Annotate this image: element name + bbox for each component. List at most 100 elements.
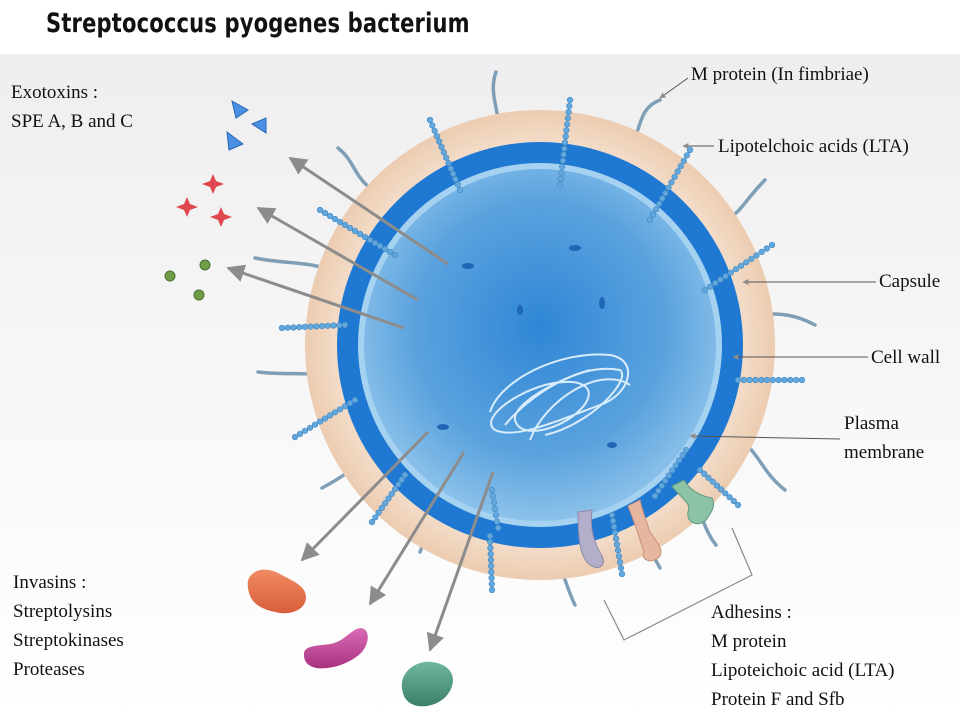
exotoxin-arrows: [226, 156, 449, 330]
invasin-blobs: [247, 569, 454, 707]
plasma-membrane-line: Plasma: [844, 413, 899, 434]
lta-bead: [613, 541, 621, 548]
lta-bead: [656, 200, 663, 207]
lta-bead: [426, 116, 434, 124]
lta-bead: [487, 550, 494, 558]
lta-bead: [429, 122, 436, 129]
lta-bead: [671, 173, 678, 180]
dot-icon: [164, 270, 176, 282]
lta-bead: [769, 376, 777, 384]
lta-bead: [740, 376, 747, 384]
lta-bead: [278, 324, 286, 332]
lta-bead: [722, 490, 729, 497]
cytoplasm-granules: [437, 245, 617, 448]
lta-bead: [368, 518, 376, 526]
lta-bead: [662, 477, 669, 484]
lta-bead: [296, 324, 303, 331]
lta-bead: [679, 452, 686, 459]
exotoxin-arrow: [226, 264, 405, 330]
lta-bead: [487, 538, 494, 546]
dot-icon: [193, 289, 205, 301]
exotoxins-label: Exotoxins : SPE A, B and C: [11, 78, 133, 136]
lta-bead: [341, 321, 349, 329]
lta-bead: [668, 179, 675, 186]
lta-bead: [321, 209, 329, 217]
lta-bead: [712, 280, 719, 287]
lta-bead: [610, 523, 618, 530]
adhesins-heading: Adhesins :: [711, 602, 792, 623]
cytoplasm: [364, 169, 716, 521]
lta-bead: [489, 493, 497, 500]
lta-chain: [368, 471, 409, 526]
lta-bead: [559, 157, 567, 164]
lta-bead: [608, 511, 616, 519]
lta-chain: [278, 321, 349, 332]
lta-label: Lipotelchoic acids (LTA): [718, 136, 909, 157]
plasma-membrane-line: membrane: [844, 442, 925, 463]
lta-bead: [450, 170, 457, 177]
lta-bead: [669, 467, 676, 474]
lta-bead: [707, 283, 714, 290]
lta-bead: [665, 472, 672, 479]
page-title: Streptococcus pyogenes bacterium: [46, 8, 470, 39]
lta-chain: [426, 116, 464, 194]
lta-bead: [336, 406, 344, 413]
lta-bead: [730, 498, 737, 505]
lta-bead: [732, 266, 740, 273]
lta-bead: [614, 547, 622, 554]
lta-bead: [284, 324, 291, 331]
invasin-teal-blob: [401, 661, 454, 707]
lta-bead: [665, 184, 672, 191]
lta-bead: [378, 504, 386, 512]
lta-bead: [713, 482, 721, 489]
lta-bead: [696, 466, 704, 474]
lta-bead: [494, 524, 502, 532]
lta-bead: [316, 206, 324, 214]
lta-bead: [454, 181, 461, 188]
triangle-icon: [231, 100, 249, 119]
lta-bead: [313, 323, 320, 330]
lta-bead: [561, 145, 568, 152]
lta-bead: [717, 486, 725, 493]
lta-bead: [727, 269, 734, 276]
lta-bead: [662, 190, 669, 197]
star-icon: [210, 207, 232, 227]
lta-bead: [319, 323, 326, 330]
lta-bead: [381, 245, 389, 253]
lta-bead: [391, 251, 399, 259]
lta-bead: [753, 252, 760, 259]
lta-bead: [395, 481, 402, 488]
lta-bead: [775, 376, 782, 384]
lta-bead: [615, 553, 623, 560]
lta-chain: [316, 206, 399, 259]
lta-bead: [709, 478, 716, 485]
lta-bead: [488, 486, 496, 494]
lta-bead: [291, 433, 299, 441]
lta-bead: [382, 500, 389, 507]
lta-bead: [436, 138, 443, 145]
lta-bead: [456, 186, 464, 194]
lta-bead: [558, 169, 565, 176]
lta-bead: [331, 215, 339, 223]
adhesins-label: Adhesins : M protein Lipoteichoic acid (…: [711, 598, 895, 714]
lta-bead: [341, 221, 349, 229]
lta-bead: [682, 446, 690, 454]
lta-bead: [722, 273, 729, 280]
adhesins-item: Protein F and Sfb: [711, 689, 845, 710]
lta-bead: [491, 505, 499, 513]
lta-bead: [433, 133, 441, 140]
lta-bead: [490, 499, 498, 506]
cell-wall-label: Cell wall: [871, 347, 941, 368]
exotoxin-arrow: [288, 156, 449, 266]
lta-bead: [452, 176, 459, 183]
lta-bead: [445, 160, 452, 167]
lta-bead: [440, 149, 447, 156]
dot-icon: [199, 259, 211, 271]
lta-bead: [488, 568, 495, 576]
lta-bead: [563, 121, 571, 128]
lta-bead: [658, 482, 666, 489]
lta-bead: [447, 165, 454, 172]
lta-bead: [386, 248, 394, 256]
lta-bead: [737, 262, 745, 269]
